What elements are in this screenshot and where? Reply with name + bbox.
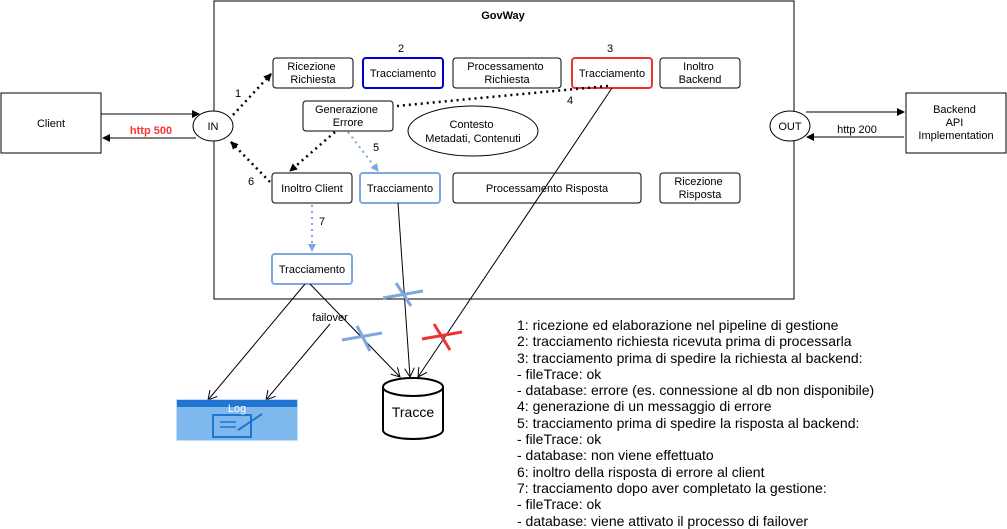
legend-line: - database: viene attivato il processo d… bbox=[517, 512, 809, 529]
ricezione-risposta-label: Ricezione Risposta bbox=[674, 176, 725, 201]
tracce-database bbox=[382, 377, 444, 440]
tracciamento-3-label: Tracciamento bbox=[579, 68, 645, 80]
step-7-label: 7 bbox=[319, 216, 325, 228]
edge-to-inoltro-client bbox=[289, 131, 336, 172]
client-box bbox=[0, 92, 102, 154]
tracciamento-2-box bbox=[362, 57, 444, 89]
legend-line: - database: non viene effettuato bbox=[517, 447, 714, 464]
step-3-label: 3 bbox=[607, 43, 613, 55]
tracciamento-5-label: Tracciamento bbox=[367, 183, 433, 195]
contesto-node bbox=[407, 105, 539, 157]
edge-step-5 bbox=[347, 131, 379, 172]
tracciamento-7-box bbox=[271, 253, 353, 285]
tracciamento-5-box bbox=[359, 172, 441, 204]
inoltro-backend-label: Inoltro Backend bbox=[679, 61, 722, 86]
step-4-label: 4 bbox=[567, 95, 573, 107]
legend-line: 5: tracciamento prima di spedire la risp… bbox=[517, 414, 860, 431]
step-1-label: 1 bbox=[235, 88, 241, 100]
tracce-label: Tracce bbox=[392, 404, 434, 420]
in-label: IN bbox=[208, 121, 219, 133]
edge-tracciamento3-to-tracce bbox=[418, 87, 613, 377]
legend-line: - fileTrace: ok bbox=[517, 496, 602, 513]
backend-label: Backend API Implementation bbox=[918, 104, 993, 142]
tracciamento-7-label: Tracciamento bbox=[279, 264, 345, 276]
legend-line: 1: ricezione ed elaborazione nel pipelin… bbox=[517, 317, 839, 333]
inoltro-client-box bbox=[271, 172, 353, 204]
generazione-errore-label: Generazione Errore bbox=[315, 104, 381, 129]
generazione-errore-box bbox=[302, 100, 394, 132]
in-node bbox=[192, 110, 234, 142]
legend-line: 4: generazione di un messaggio di errore bbox=[517, 398, 772, 415]
ricezione-risposta-box bbox=[659, 172, 741, 204]
ricezione-richiesta-box bbox=[272, 57, 354, 89]
inoltro-backend-box bbox=[659, 57, 741, 89]
legend-line: 3: tracciamento prima di spedire la rich… bbox=[517, 349, 863, 366]
edge-tracciamento5-to-tracce bbox=[397, 202, 410, 377]
log-label: Log bbox=[228, 403, 246, 415]
http-200-label: http 200 bbox=[837, 124, 877, 136]
legend-line: 6: inoltro della risposta di errore al c… bbox=[517, 463, 765, 480]
edge-tracciamento7-to-tracce bbox=[309, 283, 400, 377]
client-label: Client bbox=[37, 118, 65, 130]
log-store bbox=[176, 399, 298, 441]
legend-line: - fileTrace: ok bbox=[517, 431, 602, 448]
out-node bbox=[769, 110, 811, 142]
legend-line: - database: errore (es. connessione al d… bbox=[517, 382, 875, 399]
processamento-richiesta-box bbox=[452, 57, 562, 89]
tracciamento-2-label: Tracciamento bbox=[370, 68, 436, 80]
processamento-richiesta-label: Processamento Richiesta bbox=[467, 61, 547, 86]
blocked-cross-3 bbox=[421, 323, 463, 351]
step-2-label: 2 bbox=[398, 43, 404, 55]
processamento-risposta-box bbox=[452, 172, 642, 204]
backend-box bbox=[905, 92, 1007, 154]
blocked-cross-2 bbox=[341, 325, 383, 352]
legend-notes: 1: ricezione ed elaborazione nel pipelin… bbox=[517, 317, 997, 529]
blocked-cross-1 bbox=[382, 282, 424, 307]
out-label: OUT bbox=[778, 121, 802, 133]
step-5-label: 5 bbox=[373, 142, 379, 154]
failover-label: failover bbox=[312, 312, 348, 324]
step-6-label: 6 bbox=[248, 176, 254, 188]
edge-tracciamento7-to-log bbox=[208, 283, 306, 400]
govway-title: GovWay bbox=[481, 10, 525, 22]
edge-step-4 bbox=[396, 84, 609, 108]
legend-line: - fileTrace: ok bbox=[517, 365, 602, 382]
ricezione-richiesta-label: Ricezione Richiesta bbox=[287, 61, 338, 86]
edge-failover-to-log bbox=[266, 323, 331, 400]
inoltro-client-label: Inoltro Client bbox=[281, 183, 343, 195]
legend-line: 2: tracciamento richiesta ricevuta prima… bbox=[517, 333, 852, 350]
http-500-label: http 500 bbox=[130, 125, 172, 137]
processamento-risposta-label: Processamento Risposta bbox=[486, 183, 609, 195]
contesto-label: Contesto Metadati, Contenuti bbox=[425, 119, 520, 145]
legend-line: 7: tracciamento dopo aver completato la … bbox=[517, 479, 827, 496]
